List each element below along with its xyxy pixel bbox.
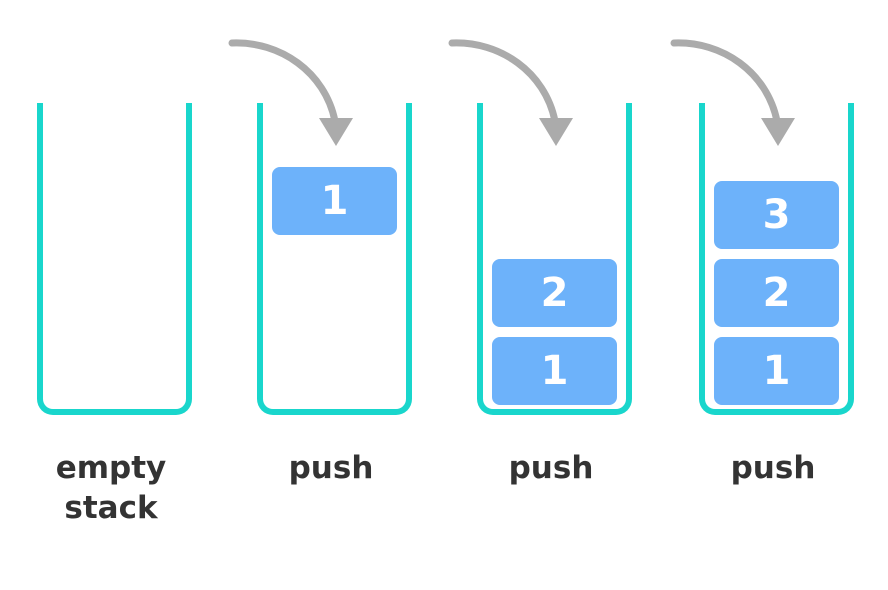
stack-column-push-3: 3 2 1 push — [662, 0, 884, 590]
stack-cells-push-3: 3 2 1 — [711, 108, 842, 408]
stack-column-empty: empty stack — [0, 0, 222, 590]
stack-container-push-2 — [477, 103, 632, 415]
stack-column-push-1: 1 push — [220, 0, 442, 590]
stack-label-empty: empty stack — [55, 450, 167, 526]
stack-column-push-2: 2 1 push — [440, 0, 662, 590]
stack-container-push-3 — [699, 103, 854, 415]
stack-label-push-1: push — [288, 450, 374, 486]
stack-container-empty — [37, 103, 192, 415]
stack-cell: 2 — [711, 256, 842, 330]
stack-label-push-2: push — [508, 450, 594, 486]
stack-cell: 3 — [711, 178, 842, 252]
stack-cell: 1 — [269, 164, 400, 238]
stack-cells-push-1: 1 — [269, 108, 400, 408]
stack-cell: 1 — [489, 334, 620, 408]
stack-cells-push-2: 2 1 — [489, 108, 620, 408]
stack-cell: 2 — [489, 256, 620, 330]
stack-cells-empty — [49, 108, 180, 408]
stack-label-push-3: push — [730, 450, 816, 486]
stack-cell: 1 — [711, 334, 842, 408]
stack-container-push-1 — [257, 103, 412, 415]
